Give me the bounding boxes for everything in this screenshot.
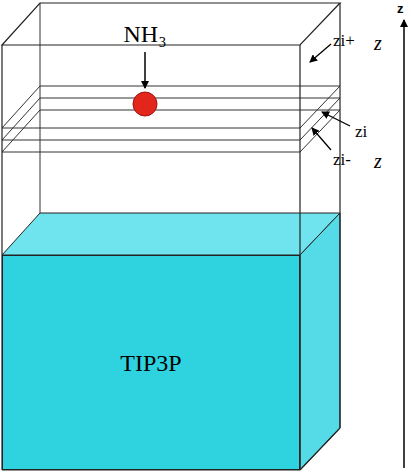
molecule-label: NH₃	[123, 22, 166, 46]
axis-label: z	[374, 151, 382, 171]
leader-arrow	[310, 44, 331, 62]
water-top-face	[2, 213, 340, 255]
simulation-box	[2, 3, 340, 470]
leader-arrow	[144, 52, 146, 88]
region-label: TIP3P	[120, 351, 181, 375]
axis-label: z	[397, 2, 404, 15]
slab-label: zi-	[333, 151, 351, 168]
molecule-sphere	[133, 92, 157, 116]
axis-label: z	[374, 33, 382, 53]
slab-label: zi	[355, 123, 367, 140]
water-side-face	[300, 213, 340, 470]
back-edge	[40, 3, 41, 213]
water-region: TIP3P	[2, 255, 300, 470]
slab-label: zi+	[333, 32, 355, 49]
z-axis	[403, 20, 405, 468]
leader-arrow	[312, 128, 331, 150]
leader-arrow	[322, 112, 350, 126]
slab-planes	[2, 86, 340, 152]
